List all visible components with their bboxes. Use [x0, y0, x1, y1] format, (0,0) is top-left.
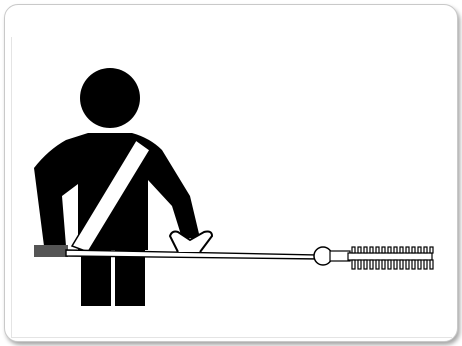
blade-tooth-bottom: [400, 260, 403, 269]
blade-tooth-top: [352, 247, 355, 253]
blade-tooth-top: [430, 247, 433, 253]
blade-mount: [330, 251, 350, 261]
blade-tooth-top: [388, 247, 391, 253]
blade-tooth-bottom: [394, 260, 397, 269]
blade-tooth-top: [358, 247, 361, 253]
blade-tooth-bottom: [412, 260, 415, 269]
blade-tooth-top: [418, 247, 421, 253]
blade-tooth-bottom: [358, 260, 361, 269]
blade-tooth-top: [412, 247, 415, 253]
blade-tooth-bottom: [430, 260, 433, 269]
rear-handle-grip: [34, 245, 68, 257]
blade-tooth-bottom: [382, 260, 385, 269]
blade-tooth-bottom: [388, 260, 391, 269]
blade-tooth-bottom: [364, 260, 367, 269]
cutter-blade-bar: [348, 253, 432, 260]
blade-tooth-bottom: [406, 260, 409, 269]
blade-tooth-bottom: [376, 260, 379, 269]
blade-tooth-top: [370, 247, 373, 253]
gear-head: [314, 247, 332, 265]
blade-tooth-top: [376, 247, 379, 253]
blade-tooth-bottom: [370, 260, 373, 269]
blade-tooth-bottom: [424, 260, 427, 269]
blade-tooth-bottom: [352, 260, 355, 269]
blade-tooth-top: [364, 247, 367, 253]
operator-head: [80, 68, 140, 128]
blade-tooth-top: [394, 247, 397, 253]
blade-tooth-top: [400, 247, 403, 253]
blade-tooth-top: [424, 247, 427, 253]
blade-tooth-top: [382, 247, 385, 253]
blade-tooth-top: [406, 247, 409, 253]
blade-tooth-bottom: [418, 260, 421, 269]
